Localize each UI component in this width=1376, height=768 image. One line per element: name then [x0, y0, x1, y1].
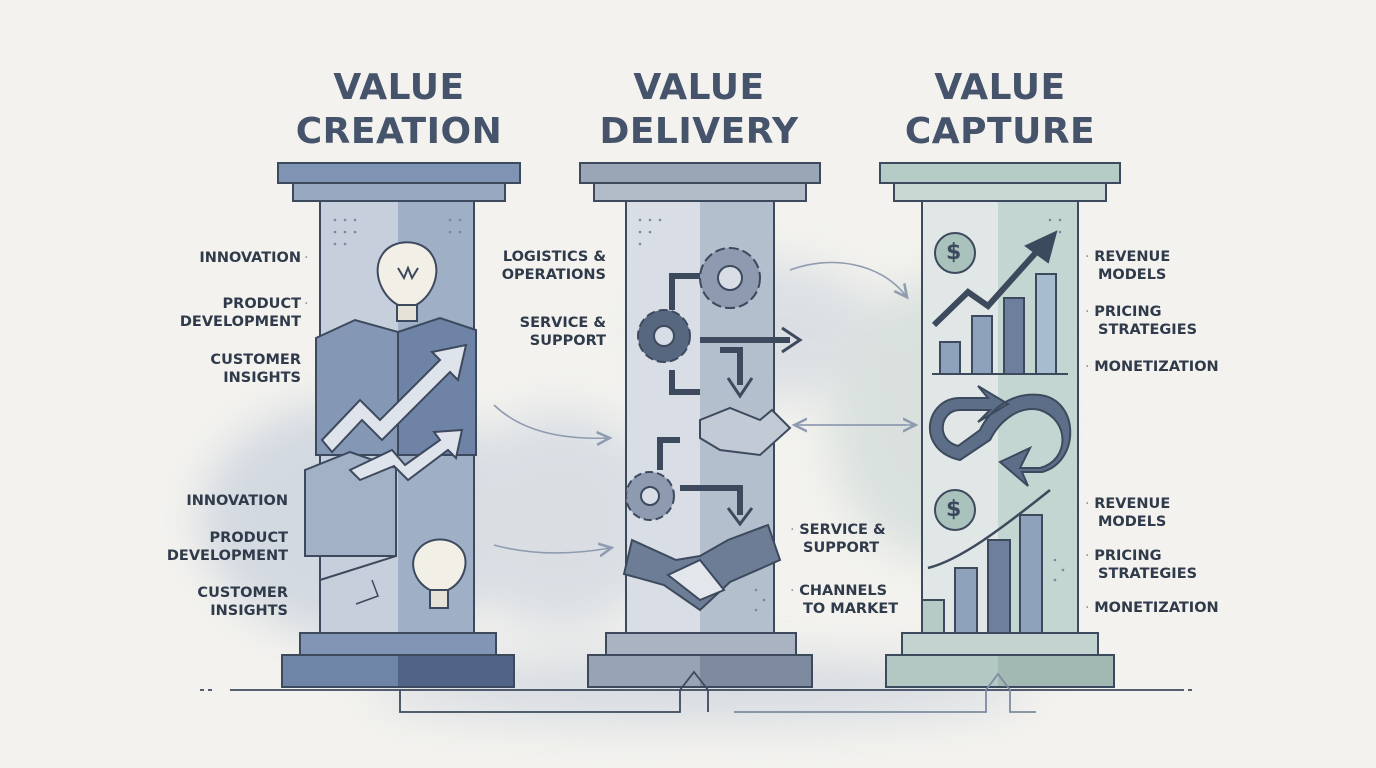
label-text: PRODUCT — [222, 296, 301, 312]
creation-label-product: PRODUCT — [223, 295, 301, 313]
handshake-icon — [622, 406, 792, 612]
label-text: STRATEGIES — [1098, 322, 1198, 338]
delivery-label-logistics: LOGISTICS & — [503, 248, 606, 266]
label-text: CUSTOMER — [197, 585, 288, 601]
label-text: PRICING — [1094, 548, 1162, 564]
label-text: INSIGHTS — [223, 370, 301, 386]
dollar-icon: $ — [946, 240, 962, 265]
bullet-dot: · — [304, 250, 309, 266]
delivery-label-service: SERVICE & — [520, 314, 606, 332]
creation-label-customer: CUSTOMER — [210, 351, 301, 369]
coin-icon-lower — [934, 489, 976, 531]
creation-label-development-lower: DEVELOPMENT — [167, 547, 288, 565]
pillar-capture — [879, 162, 1121, 688]
label-text: PRICING — [1094, 304, 1162, 320]
label-text: MODELS — [1098, 514, 1167, 530]
label-text: SERVICE & — [799, 522, 886, 538]
label-text: CUSTOMER — [210, 352, 301, 368]
label-text: DEVELOPMENT — [166, 548, 288, 564]
label-text: OPERATIONS — [501, 267, 606, 283]
label-text: DEVELOPMENT — [179, 314, 301, 330]
delivery-label-channels: · CHANNELS — [790, 583, 888, 599]
capture-label-revenue: · REVENUE — [1085, 249, 1171, 265]
label-text: SERVICE & — [519, 315, 606, 331]
label-text: TO MARKET — [803, 601, 899, 617]
gears-icon — [625, 247, 761, 521]
creation-label-insights-lower: INSIGHTS — [210, 602, 288, 620]
dot-texture — [333, 218, 462, 246]
delivery-label-support: SUPPORT — [530, 332, 606, 350]
base-line — [200, 670, 1195, 713]
bar-chart-icon-lower — [921, 489, 1051, 634]
title-line-1: VALUE — [934, 67, 1066, 108]
growth-arrow-icon — [320, 343, 468, 482]
label-text: LOGISTICS & — [502, 249, 606, 265]
label-text: PRODUCT — [209, 530, 288, 546]
label-text: REVENUE — [1094, 249, 1171, 265]
small-arrow-icon — [355, 579, 379, 605]
pillar-title-capture: VALUE CAPTURE — [850, 66, 1150, 154]
label-text: SUPPORT — [529, 333, 606, 349]
title-line-1: VALUE — [633, 67, 765, 108]
title-line-2: CAPTURE — [904, 111, 1096, 152]
delivery-label-market: TO MARKET — [803, 600, 898, 618]
label-text: REVENUE — [1094, 496, 1171, 512]
dollar-icon: $ — [946, 497, 962, 522]
delivery-label-service-lower: · SERVICE & — [790, 522, 886, 538]
label-text: INNOVATION — [199, 250, 301, 266]
lightbulb-icon — [376, 241, 438, 322]
creation-label-development: DEVELOPMENT — [180, 313, 301, 331]
creation-label-product-lower: PRODUCT — [210, 529, 288, 547]
label-text: MODELS — [1098, 267, 1167, 283]
coin-icon-upper — [934, 232, 976, 274]
capture-label-strategies: STRATEGIES — [1098, 321, 1197, 339]
dot-texture — [638, 218, 766, 612]
lightbulb-icon-small — [412, 538, 467, 609]
label-text: INSIGHTS — [210, 603, 288, 619]
delivery-label-support-lower: SUPPORT — [803, 539, 879, 557]
capture-label-pricing: · PRICING — [1085, 304, 1162, 320]
connector-arrows — [493, 261, 914, 553]
label-text: INNOVATION — [186, 493, 288, 509]
label-text: SUPPORT — [803, 540, 880, 556]
label-text: STRATEGIES — [1098, 566, 1198, 582]
label-text: MONETIZATION — [1094, 600, 1219, 616]
capture-label-pricing-lower: · PRICING — [1085, 548, 1162, 564]
capture-label-monetization-lower: · MONETIZATION — [1085, 600, 1219, 616]
title-line-2: DELIVERY — [599, 111, 799, 152]
capture-label-strategies-lower: STRATEGIES — [1098, 565, 1197, 583]
capture-label-models: MODELS — [1098, 266, 1166, 284]
title-line-2: CREATION — [295, 111, 503, 152]
creation-label-customer-lower: CUSTOMER — [197, 584, 288, 602]
capture-label-monetization: · MONETIZATION — [1085, 359, 1219, 375]
pillar-delivery — [579, 162, 821, 688]
pillar-title-delivery: VALUE DELIVERY — [549, 66, 849, 154]
title-line-1: VALUE — [333, 67, 465, 108]
dot-texture — [1048, 218, 1065, 582]
label-text: MONETIZATION — [1094, 359, 1219, 375]
bullet-dot: · — [304, 296, 309, 312]
capture-label-revenue-lower: · REVENUE — [1085, 496, 1171, 512]
creation-label-innovation: INNOVATION — [199, 249, 301, 267]
creation-label-insights: INSIGHTS — [223, 369, 301, 387]
delivery-label-operations: OPERATIONS — [502, 266, 606, 284]
capture-label-models-lower: MODELS — [1098, 513, 1166, 531]
flow-arrows-icon — [657, 273, 803, 527]
pillar-title-creation: VALUE CREATION — [249, 66, 549, 154]
label-text: CHANNELS — [799, 583, 888, 599]
creation-label-innovation-lower: INNOVATION — [186, 492, 288, 510]
cycle-arrows-icon — [929, 385, 1072, 487]
bar-chart-icon-upper — [931, 230, 1068, 375]
pillar-creation — [277, 162, 521, 688]
